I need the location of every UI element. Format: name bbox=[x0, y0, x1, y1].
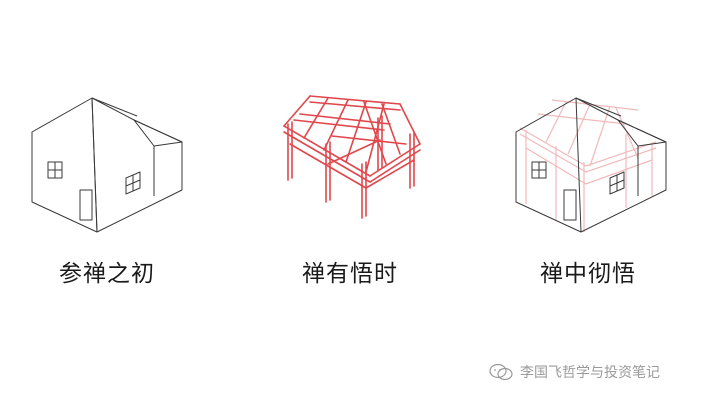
caption-first-stage: 参禅之初 bbox=[59, 261, 155, 287]
watermark: 李国飞哲学与投资笔记 bbox=[488, 362, 660, 382]
timber-frame-icon bbox=[283, 95, 421, 219]
house-outline-icon bbox=[31, 97, 183, 233]
wechat-icon bbox=[489, 363, 513, 381]
house-with-frame-icon bbox=[515, 97, 667, 233]
watermark-text: 李国飞哲学与投资笔记 bbox=[520, 365, 660, 381]
caption-third-stage: 禅中彻悟 bbox=[540, 261, 636, 287]
caption-second-stage: 禅有悟时 bbox=[302, 261, 398, 287]
